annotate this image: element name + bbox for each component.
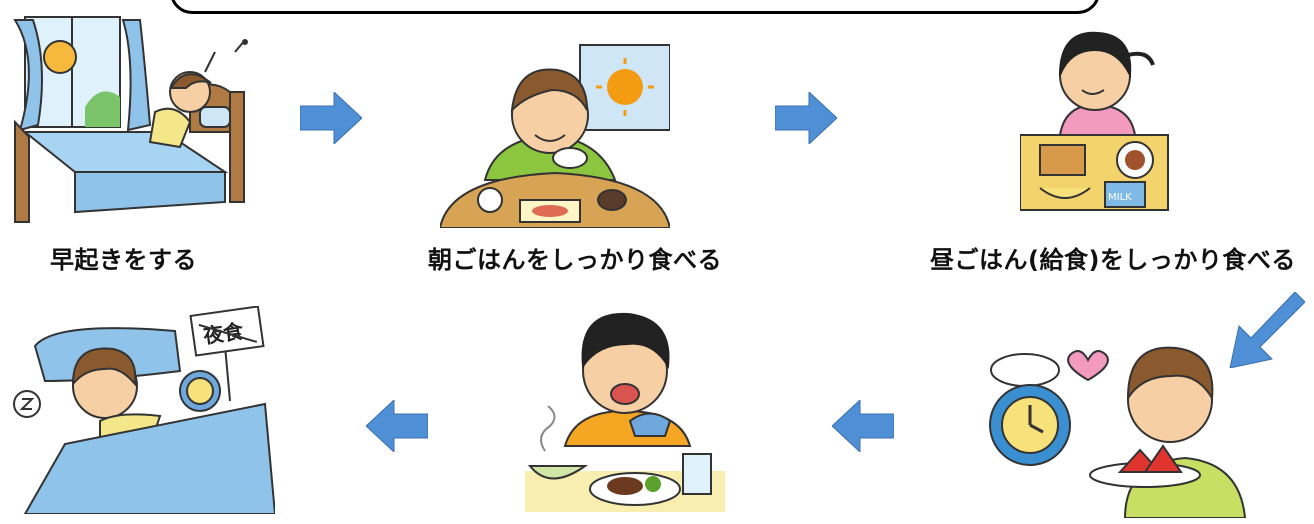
- arrow-right-icon: [775, 92, 837, 144]
- sleep-illustration: 夜食: [13, 306, 275, 514]
- step-label-wake-up: 早起きをする: [50, 246, 197, 274]
- snack-time-illustration: [989, 346, 1247, 518]
- milk-carton-label: MILK: [1108, 192, 1132, 203]
- arrow-left-icon: [832, 400, 894, 452]
- arrow-left-icon: [366, 400, 428, 452]
- no-late-snack-sign-text: 夜食: [201, 319, 246, 349]
- step-label-school-lunch: 昼ごはん(給食)をしっかり食べる: [930, 246, 1296, 274]
- dinner-illustration: [525, 312, 725, 512]
- breakfast-illustration: [440, 44, 670, 228]
- arrow-down-left-icon: [1229, 292, 1305, 368]
- school-lunch-illustration: MILK: [1020, 31, 1169, 211]
- top-banner-box: [170, 0, 1100, 14]
- step-label-breakfast: 朝ごはんをしっかり食べる: [428, 246, 722, 274]
- wake-up-illustration: [13, 16, 248, 223]
- arrow-right-icon: [300, 92, 362, 144]
